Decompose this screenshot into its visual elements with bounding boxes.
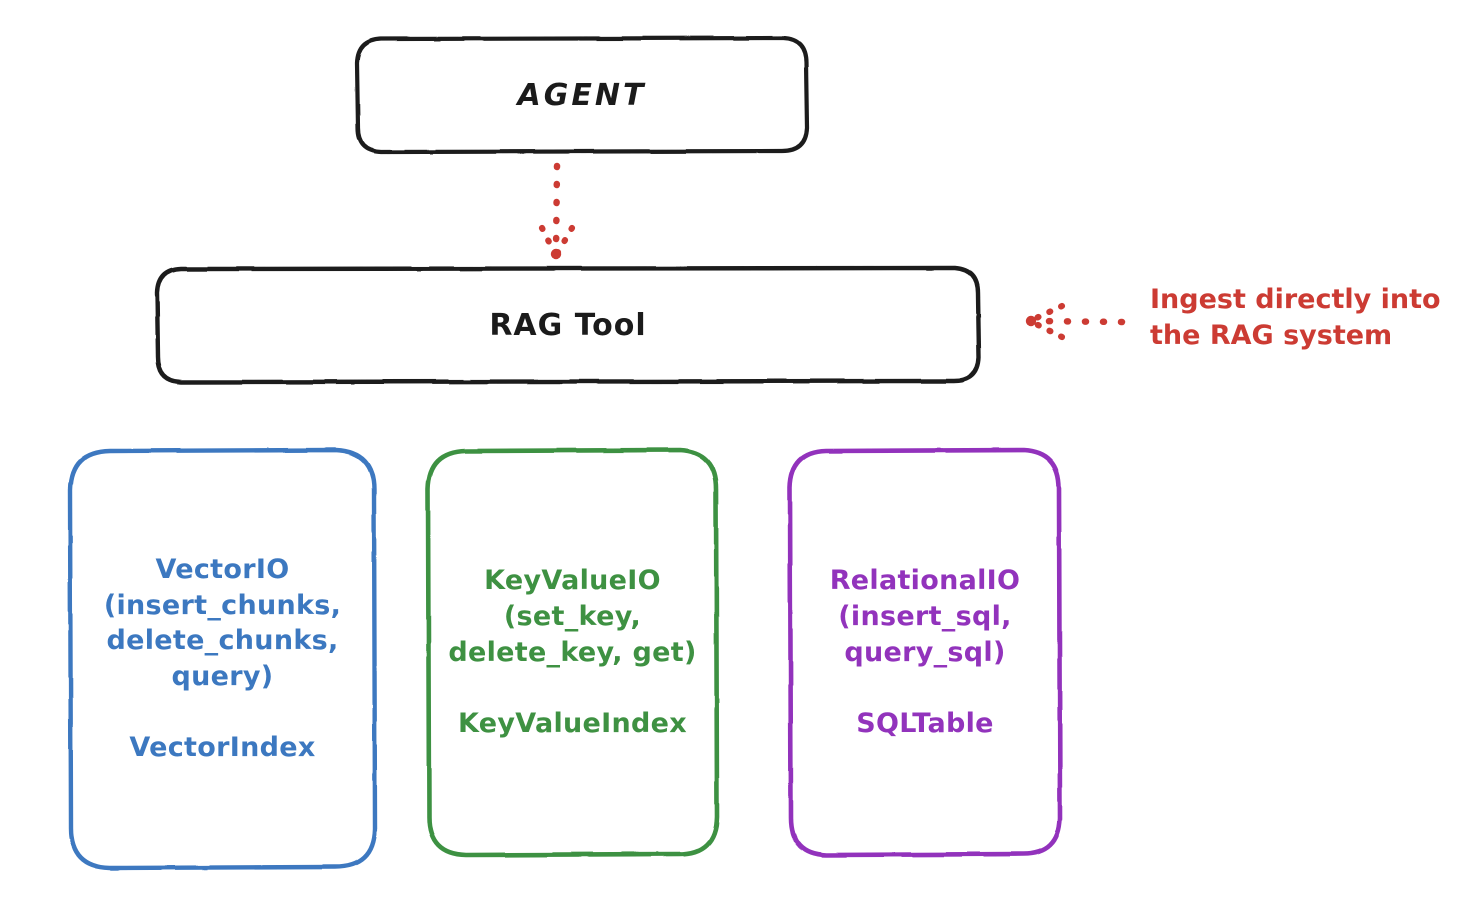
node-key-value-io-shape[interactable] — [425, 447, 720, 858]
node-vector-io-shape[interactable] — [67, 447, 378, 871]
node-agent-shape[interactable] — [354, 35, 810, 155]
node-rag-tool-shape[interactable] — [154, 265, 982, 385]
node-relational-io-shape[interactable] — [787, 447, 1063, 858]
connector-ingest-arrow — [1025, 302, 1126, 341]
connector-agent-to-rag-tool — [538, 162, 576, 260]
